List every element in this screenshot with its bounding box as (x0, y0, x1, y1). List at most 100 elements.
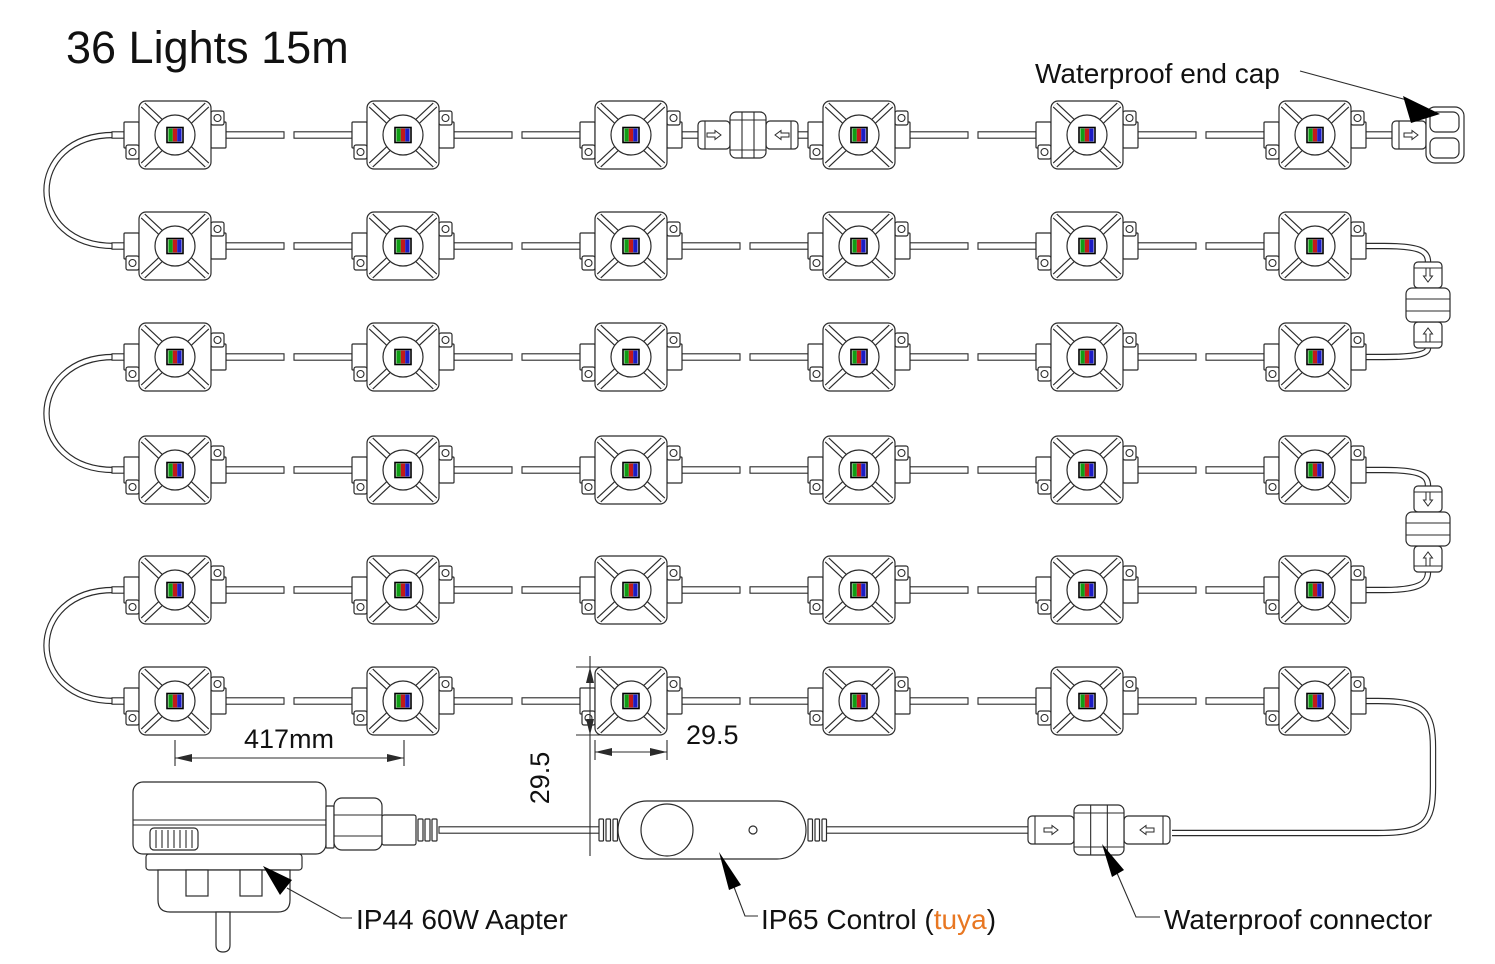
leader-pointer-icon (719, 852, 741, 890)
plug-direction-arrow-icon (1422, 267, 1434, 283)
rgb-led-icon (1078, 126, 1096, 144)
controller-led (748, 825, 758, 835)
light-module (579, 211, 683, 281)
rgb-led-icon (166, 581, 184, 599)
light-module (351, 211, 455, 281)
light-module (1035, 555, 1139, 625)
light-module (351, 435, 455, 505)
rgb-led-icon (850, 461, 868, 479)
dimension-annotations (174, 656, 668, 856)
plug-direction-arrow-icon (1422, 491, 1434, 507)
light-module (1035, 322, 1139, 392)
rgb-led-icon (166, 348, 184, 366)
module-width-dimension-text: 29.5 (686, 720, 739, 750)
control-label-prefix: IP65 Control ( (761, 904, 934, 935)
light-module (1035, 100, 1139, 170)
plug-direction-arrow-icon (1043, 824, 1059, 836)
rgb-led-icon (166, 692, 184, 710)
rgb-led-icon (394, 461, 412, 479)
light-module (579, 555, 683, 625)
connector-label: Waterproof connector (1164, 904, 1432, 935)
light-module (1263, 555, 1367, 625)
light-module (123, 435, 227, 505)
light-module (123, 211, 227, 281)
rgb-led-icon (622, 348, 640, 366)
rgb-led-icon (850, 581, 868, 599)
light-module (807, 211, 911, 281)
rgb-led-icon (394, 692, 412, 710)
light-module (1263, 100, 1367, 170)
rgb-led-icon (394, 348, 412, 366)
rgb-led-icon (622, 581, 640, 599)
rgb-led-icon (622, 126, 640, 144)
waterproof-connector (1027, 804, 1171, 856)
light-module (807, 435, 911, 505)
rgb-led-icon (166, 237, 184, 255)
light-module (579, 666, 683, 736)
light-module (579, 322, 683, 392)
light-module (807, 322, 911, 392)
cable-curves (43, 131, 1437, 837)
rgb-led-icon (850, 237, 868, 255)
rgb-led-icon (1078, 348, 1096, 366)
light-module (123, 322, 227, 392)
wiring-diagram (43, 70, 1465, 953)
rgb-led-icon (1306, 348, 1324, 366)
light-module (1263, 666, 1367, 736)
rgb-led-icon (850, 126, 868, 144)
controller-button (640, 803, 694, 857)
rgb-led-icon (850, 348, 868, 366)
light-module (1035, 211, 1139, 281)
plug-direction-arrow-icon (706, 129, 722, 141)
light-module (807, 555, 911, 625)
light-module (1263, 435, 1367, 505)
rgb-led-icon (622, 237, 640, 255)
power-adapter (132, 781, 438, 953)
light-module (1263, 211, 1367, 281)
controller (598, 800, 828, 860)
page-title: 36 Lights 15m (66, 22, 349, 73)
light-module (1263, 322, 1367, 392)
rgb-led-icon (1306, 126, 1324, 144)
plug-direction-arrow-icon (1422, 551, 1434, 567)
rgb-led-icon (1306, 461, 1324, 479)
end-cap-label: Waterproof end cap (1035, 58, 1280, 89)
leader-pointer-icon (263, 866, 292, 895)
light-module (351, 322, 455, 392)
light-module (351, 666, 455, 736)
light-module (807, 666, 911, 736)
rgb-led-icon (850, 692, 868, 710)
leader-lines (263, 70, 1440, 919)
spacing-dimension-text: 417mm (244, 724, 334, 754)
rgb-led-icon (1078, 237, 1096, 255)
light-module (123, 100, 227, 170)
rgb-led-icon (166, 126, 184, 144)
rgb-led-icon (1306, 692, 1324, 710)
waterproof-connector (1405, 485, 1451, 573)
light-module (579, 100, 683, 170)
module-height-dimension-text: 29.5 (525, 752, 555, 805)
light-module (123, 666, 227, 736)
waterproof-connector (697, 111, 799, 159)
control-label: IP65 Control (tuya) (761, 904, 996, 935)
rgb-led-icon (622, 461, 640, 479)
plug-pin (215, 911, 231, 953)
adapter-label: IP44 60W Aapter (356, 904, 568, 935)
rgb-led-icon (1306, 581, 1324, 599)
light-string (123, 100, 1367, 736)
leader-pointer-icon (1102, 844, 1124, 877)
rgb-led-icon (622, 692, 640, 710)
control-brand: tuya (934, 904, 987, 935)
leader-pointer-icon (1403, 96, 1440, 123)
waterproof-end-cap (1391, 106, 1465, 164)
plug-direction-arrow-icon (1139, 824, 1155, 836)
rgb-led-icon (1078, 461, 1096, 479)
rgb-led-icon (394, 581, 412, 599)
light-module (579, 435, 683, 505)
light-module (351, 555, 455, 625)
rgb-led-icon (394, 126, 412, 144)
light-module (123, 555, 227, 625)
light-module (1035, 435, 1139, 505)
